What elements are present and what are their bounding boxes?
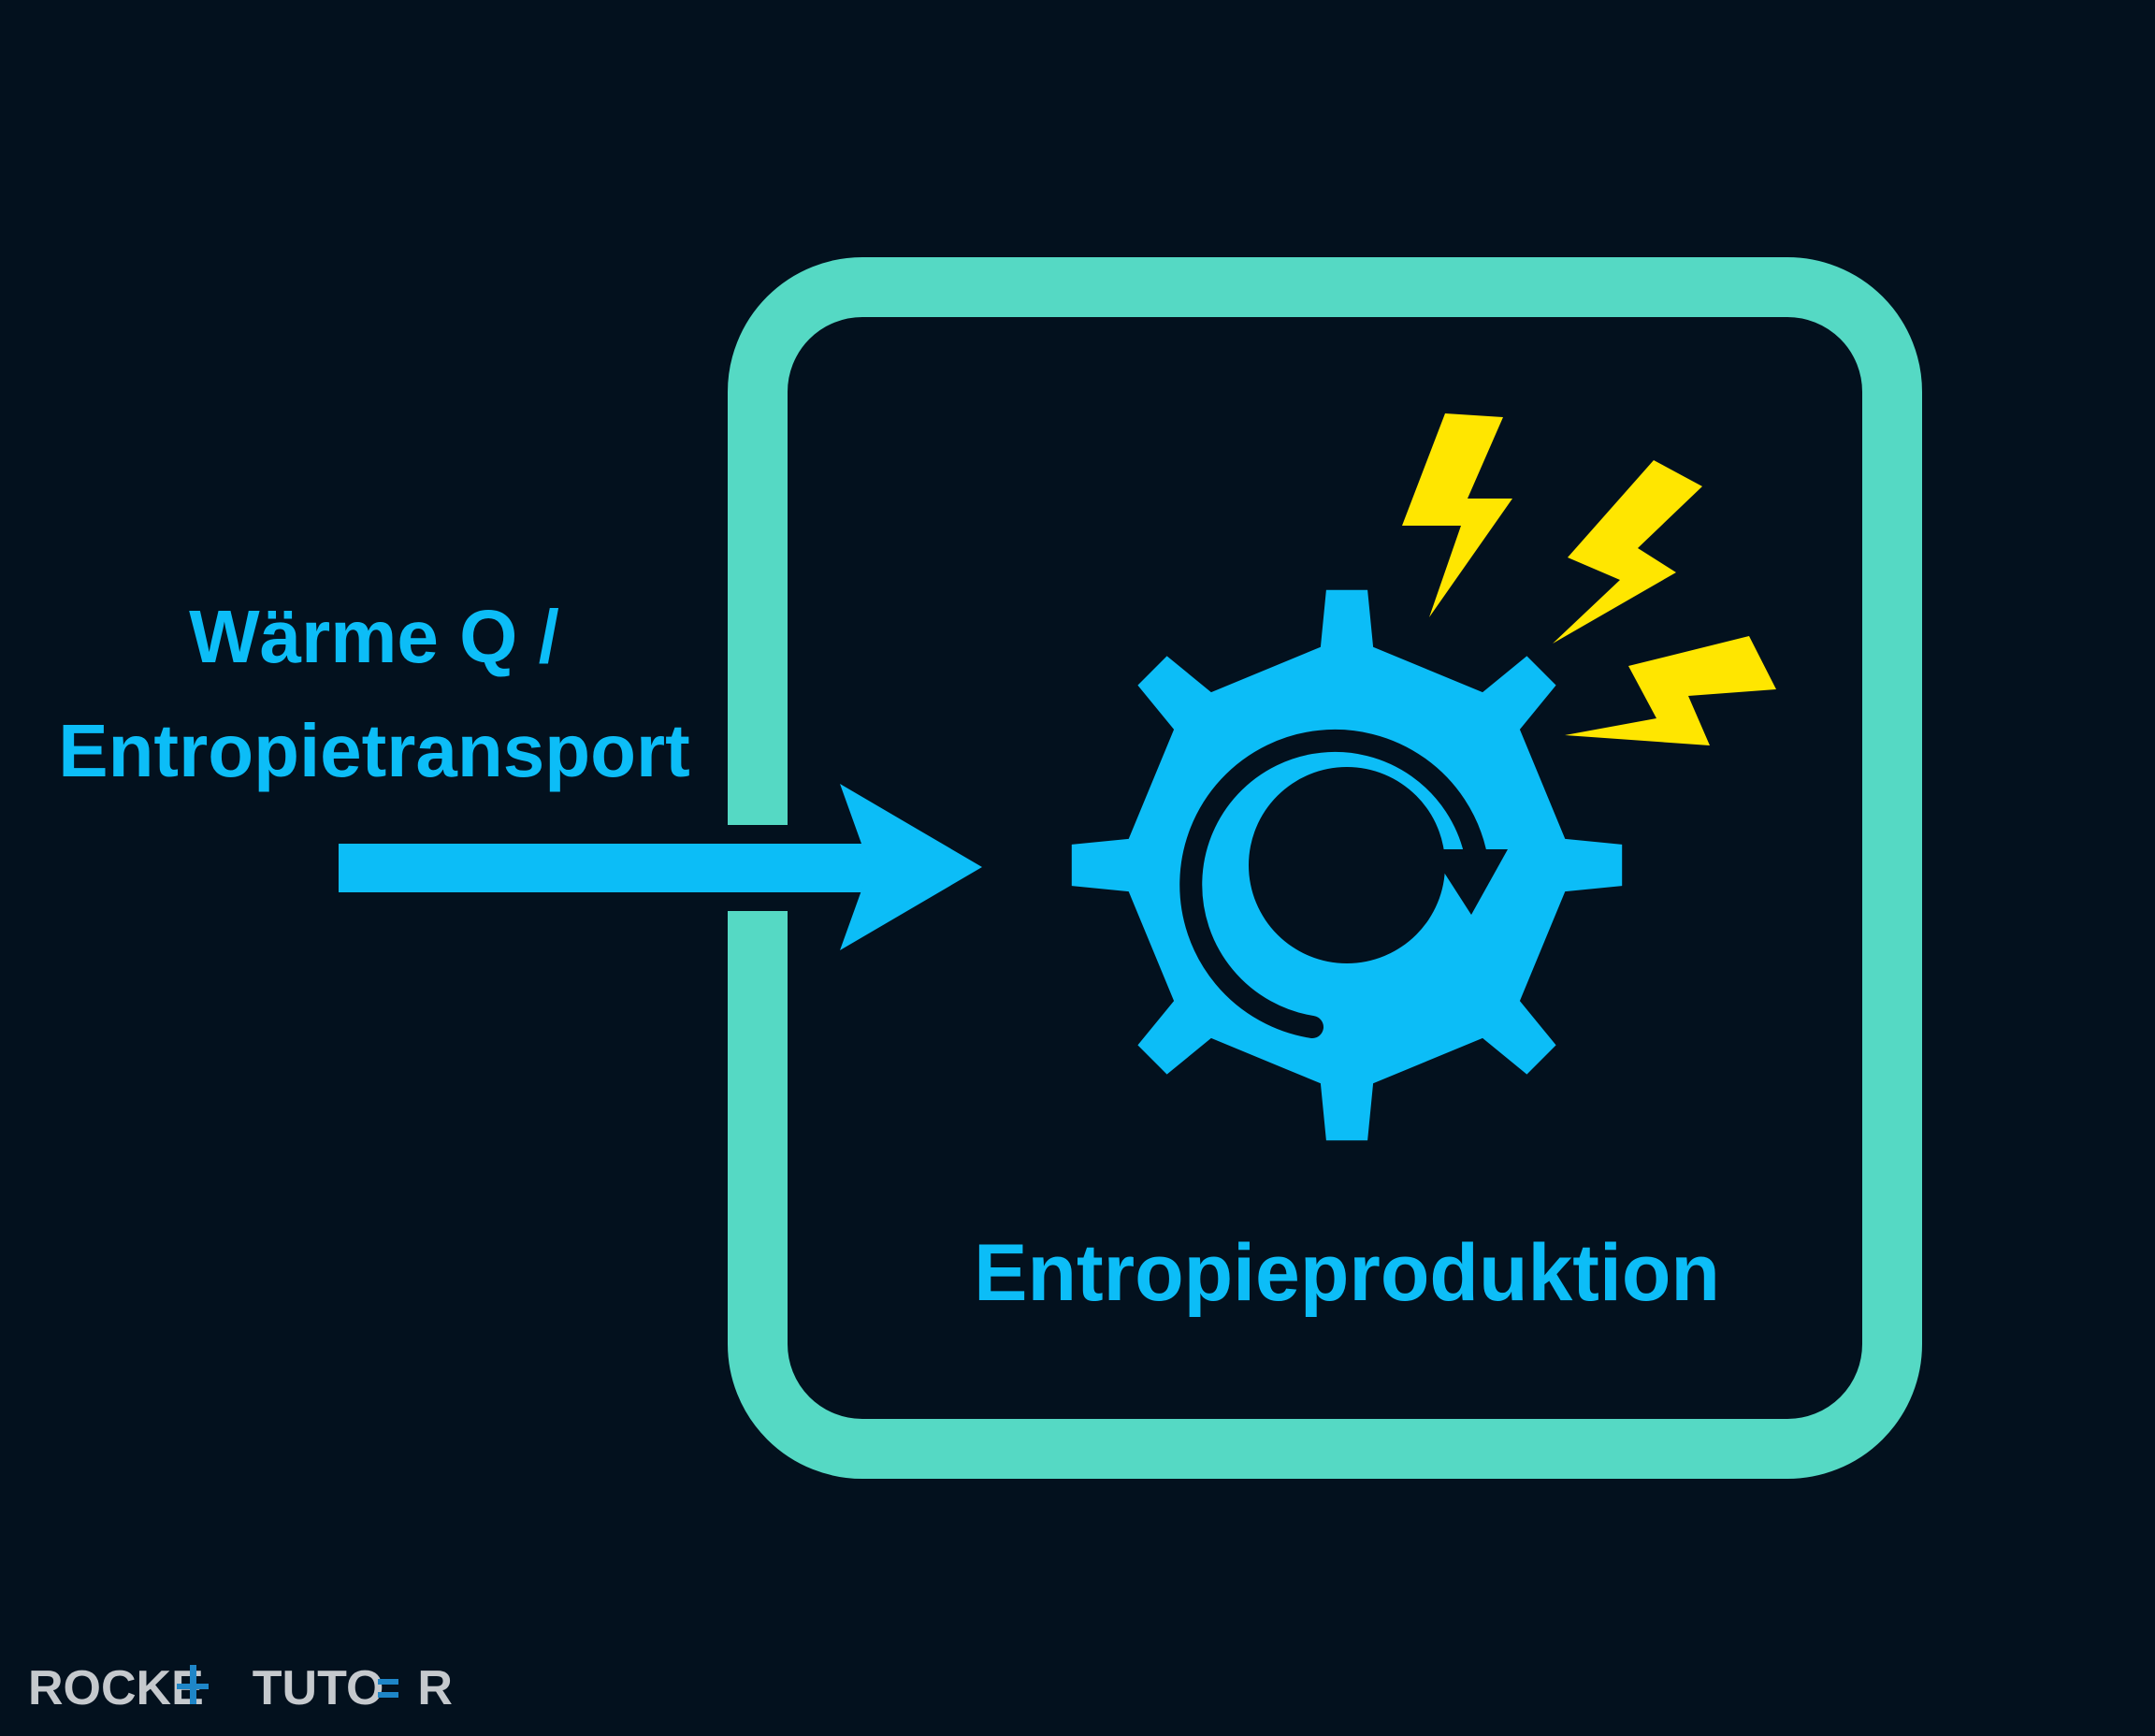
gear-icon xyxy=(1071,589,1623,1141)
arrow-head xyxy=(840,784,982,950)
input-label-line2: Entropietransport xyxy=(58,709,690,792)
process-label: Entropieproduktion xyxy=(974,1228,1720,1318)
lightning-bolt-icon xyxy=(1402,413,1512,617)
heat-flow-arrow xyxy=(339,784,982,950)
logo-plus-vertical xyxy=(190,1665,196,1704)
circular-arrow-head xyxy=(1429,849,1508,915)
logo-dash-1 xyxy=(378,1679,398,1685)
arrow-shaft xyxy=(339,844,872,892)
input-label-line1: Wärme Q / xyxy=(189,595,559,678)
lightning-bolt-icon xyxy=(1565,636,1776,745)
gear-body xyxy=(1071,589,1623,1141)
circular-arrow-icon xyxy=(1179,729,1508,1038)
circular-arrow-path xyxy=(1179,729,1486,1038)
logo-dash-2 xyxy=(378,1692,398,1698)
lightning-bolt-icon xyxy=(1553,460,1702,644)
